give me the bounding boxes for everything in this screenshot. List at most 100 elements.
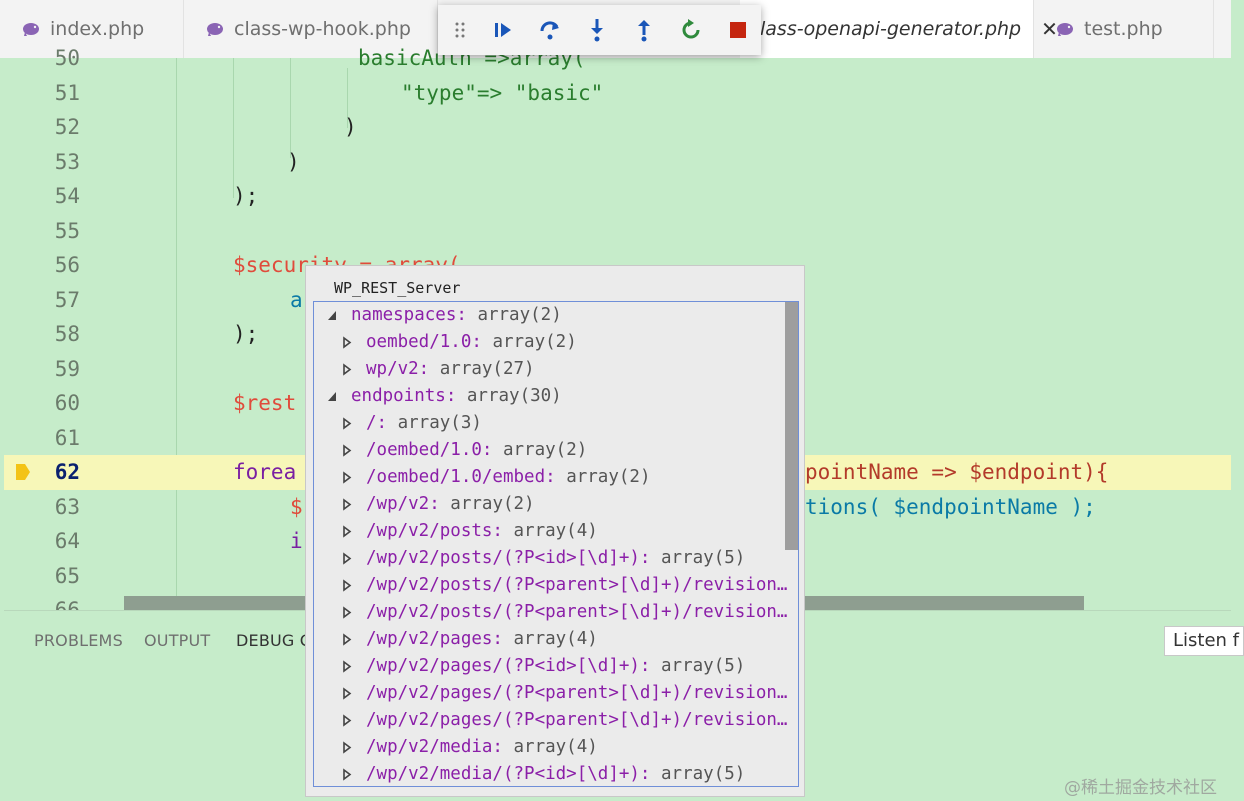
continue-icon xyxy=(495,23,511,37)
line-number: 55 xyxy=(54,218,80,243)
code-line: 58 ); xyxy=(4,317,1231,352)
continue-button[interactable] xyxy=(480,10,527,50)
chevron-right-icon[interactable] xyxy=(342,363,352,376)
chevron-right-icon[interactable] xyxy=(342,417,352,430)
tree-row[interactable]: /wp/v2/media: array(4) xyxy=(314,734,784,761)
tree-row[interactable]: /wp/v2/posts/(?P<id>[\d]+): array(5) xyxy=(314,545,784,572)
code-text: i xyxy=(290,529,303,553)
tree-row[interactable]: /wp/v2/posts: array(4) xyxy=(314,518,784,545)
restart-button[interactable] xyxy=(667,10,714,50)
tree-row[interactable]: /oembed/1.0/embed: array(2) xyxy=(314,464,784,491)
line-number: 51 xyxy=(54,80,80,105)
chevron-right-icon[interactable] xyxy=(342,336,352,349)
tab-test-php[interactable]: test.php xyxy=(1034,0,1214,58)
chevron-right-icon[interactable] xyxy=(342,633,352,646)
listen-dropdown[interactable]: Listen f xyxy=(1164,626,1244,656)
variable-value: array(4) xyxy=(502,521,598,541)
variable-key: oembed/1.0: xyxy=(366,332,482,352)
tree-row[interactable]: /wp/v2/pages/(?P<id>[\d]+): array(5) xyxy=(314,653,784,680)
variable-key: /wp/v2/pages/(?P<parent>[\d]+)/revision… xyxy=(366,683,788,703)
close-icon[interactable]: ✕ xyxy=(1041,17,1058,41)
chevron-right-icon[interactable] xyxy=(342,660,352,673)
code-text: forea xyxy=(233,460,297,484)
tab-output[interactable]: OUTPUT xyxy=(144,631,211,650)
chevron-right-icon[interactable] xyxy=(342,606,352,619)
grip-icon[interactable] xyxy=(450,10,470,50)
line-number: 60 xyxy=(54,391,80,415)
variable-tree[interactable]: namespaces: array(2)oembed/1.0: array(2)… xyxy=(313,301,799,787)
watermark: @稀土掘金技术社区 xyxy=(1064,778,1217,798)
indent-guide xyxy=(233,58,234,198)
tab-label: index.php xyxy=(50,18,145,40)
step-over-icon xyxy=(540,21,559,40)
tree-row[interactable]: namespaces: array(2) xyxy=(314,302,784,329)
chevron-right-icon[interactable] xyxy=(342,714,352,727)
variable-key: namespaces: xyxy=(351,305,467,325)
debug-toolbar xyxy=(438,5,761,55)
code-line: 59 xyxy=(4,352,1231,387)
variable-value: array(2) xyxy=(439,494,535,514)
tree-row[interactable]: /wp/v2/pages/(?P<parent>[\d]+)/revision… xyxy=(314,680,788,707)
code-text: ); xyxy=(233,184,259,208)
code-line: 60 $rest xyxy=(4,386,1231,421)
chevron-expanded-icon[interactable] xyxy=(327,391,337,402)
step-into-button[interactable] xyxy=(573,10,620,50)
variable-key: /wp/v2/media: xyxy=(366,737,503,757)
variable-key: /oembed/1.0/embed: xyxy=(366,467,556,487)
code-line: 52 ) xyxy=(4,110,1231,145)
line-number: 59 xyxy=(54,356,80,381)
tab-index-php[interactable]: index.php xyxy=(0,0,184,58)
stop-button[interactable] xyxy=(714,10,761,50)
code-line: 57 a xyxy=(4,283,1231,318)
chevron-expanded-icon[interactable] xyxy=(327,310,337,321)
tab-problems[interactable]: PROBLEMS xyxy=(34,631,123,650)
tree-row[interactable]: endpoints: array(30) xyxy=(314,383,784,410)
tree-row[interactable]: /wp/v2/posts/(?P<parent>[\d]+)/revision… xyxy=(314,572,788,599)
variable-key: /wp/v2/posts/(?P<parent>[\d]+)/revision… xyxy=(366,575,788,595)
tab-class-wp-hook-php[interactable]: class-wp-hook.php xyxy=(184,0,438,58)
tree-row[interactable]: /wp/v2/media/(?P<id>[\d]+): array(5) xyxy=(314,761,784,788)
variable-value: array(30) xyxy=(456,386,562,406)
variable-key: endpoints: xyxy=(351,386,457,406)
tree-row[interactable]: /wp/v2/pages: array(4) xyxy=(314,626,784,653)
variable-key: wp/v2: xyxy=(366,359,430,379)
chevron-right-icon[interactable] xyxy=(342,768,352,781)
chevron-right-icon[interactable] xyxy=(342,498,352,511)
chevron-right-icon[interactable] xyxy=(342,687,352,700)
code-text: ) xyxy=(287,149,300,174)
stop-icon xyxy=(729,22,746,38)
tab-debug-console[interactable]: DEBUG C xyxy=(236,631,312,650)
chevron-right-icon[interactable] xyxy=(342,579,352,592)
indent-guide xyxy=(347,68,348,128)
tree-row[interactable]: wp/v2: array(27) xyxy=(314,356,784,383)
tree-row[interactable]: /wp/v2: array(2) xyxy=(314,491,784,518)
line-number: 61 xyxy=(54,425,80,450)
variable-key: /: xyxy=(366,413,388,433)
variable-key: /wp/v2/pages: xyxy=(366,629,503,649)
step-over-button[interactable] xyxy=(526,10,573,50)
tree-row[interactable]: /wp/v2/posts/(?P<parent>[\d]+)/revision… xyxy=(314,599,787,626)
line-number: 56 xyxy=(54,253,80,277)
tree-row[interactable]: oembed/1.0: array(2) xyxy=(314,329,784,356)
tree-row[interactable]: /: array(3) xyxy=(314,410,784,437)
php-elephant-icon xyxy=(207,23,223,36)
chevron-right-icon[interactable] xyxy=(342,525,352,538)
tree-row[interactable]: /wp/v2/pages/(?P<parent>[\d]+)/revision… xyxy=(314,707,787,734)
code-text: ); xyxy=(233,322,259,346)
variable-value: array(2) xyxy=(492,440,588,460)
chevron-right-icon[interactable] xyxy=(342,741,352,754)
line-number: 62 xyxy=(54,460,80,484)
code-line: 65 xyxy=(4,559,1231,594)
code-line: 61 xyxy=(4,421,1231,456)
code-line: 64 i xyxy=(4,524,1231,559)
line-number: 54 xyxy=(54,184,80,208)
code-line: 55 xyxy=(4,214,1231,249)
chevron-right-icon[interactable] xyxy=(342,552,352,565)
chevron-right-icon[interactable] xyxy=(342,471,352,484)
tab-class-openapi-generator-php[interactable]: lass-openapi-generator.php ✕ xyxy=(740,0,1058,58)
vertical-scrollbar[interactable] xyxy=(785,302,798,550)
chevron-right-icon[interactable] xyxy=(342,444,352,457)
step-out-button[interactable] xyxy=(620,10,667,50)
tab-label: lass-openapi-generator.php xyxy=(760,18,1022,40)
tree-row[interactable]: /oembed/1.0: array(2) xyxy=(314,437,784,464)
